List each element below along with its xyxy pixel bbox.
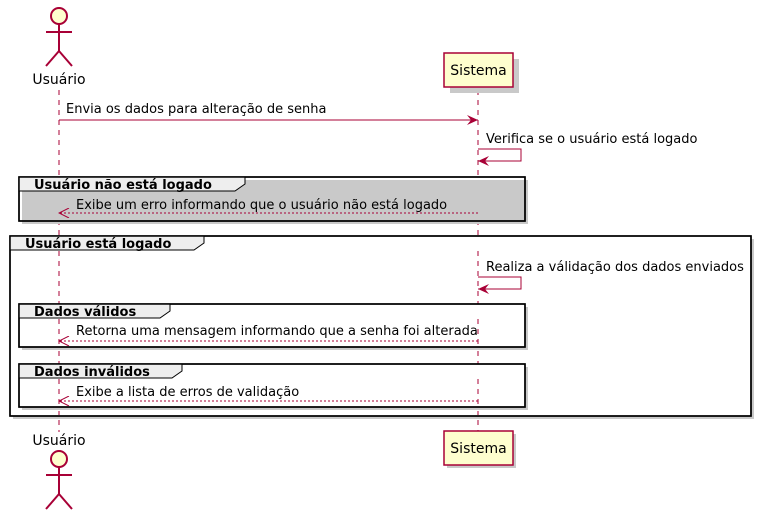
message-label: Verifica se o usuário está logado — [486, 132, 698, 147]
frame-invalid-data: Dados inválidos Exibe a lista de erros d… — [18, 363, 528, 410]
frame-label: Usuário não está logado — [34, 178, 212, 193]
participant-sistema-bottom: Sistema — [443, 430, 516, 468]
actor-label-top: Usuário — [32, 72, 85, 88]
frame-not-logged: Usuário não está logado Exibe um erro in… — [18, 176, 528, 224]
frame-label: Dados válidos — [34, 305, 136, 320]
actor-usuario-top: Usuário — [32, 7, 86, 88]
participant-sistema-top: Sistema — [443, 52, 519, 93]
message-check-logged: Verifica se o usuário está logado — [478, 132, 698, 166]
participant-label-top: Sistema — [450, 63, 506, 79]
stick-figure-icon — [45, 7, 73, 67]
frame-label: Dados inválidos — [34, 365, 150, 380]
message-label: Realiza a válidação dos dados enviados — [486, 260, 744, 275]
actor-label-bottom: Usuário — [32, 433, 85, 449]
message-label: Envia os dados para alteração de senha — [66, 102, 327, 117]
message-send-data: Envia os dados para alteração de senha — [59, 102, 478, 125]
frame-label: Usuário está logado — [25, 237, 171, 252]
participant-label-bottom: Sistema — [450, 441, 506, 457]
message-label: Retorna uma mensagem informando que a se… — [76, 324, 478, 339]
actor-usuario-bottom: Usuário — [32, 433, 86, 510]
message-label: Exibe a lista de erros de validação — [76, 385, 299, 400]
message-validate-data: Realiza a válidação dos dados enviados — [478, 260, 744, 294]
message-label: Exibe um erro informando que o usuário n… — [76, 198, 447, 213]
frame-valid-data: Dados válidos Retorna uma mensagem infor… — [18, 303, 528, 350]
stick-figure-icon — [45, 450, 73, 510]
